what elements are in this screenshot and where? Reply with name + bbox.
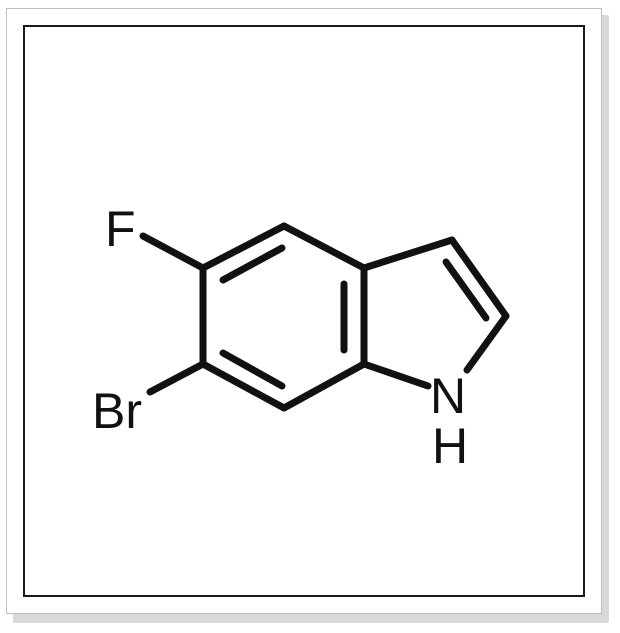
atom-hydrogen: H: [432, 418, 468, 474]
bond-c6-br: [146, 360, 207, 396]
bond-c2-n1: [463, 312, 510, 374]
bond-c3-c2: [448, 236, 510, 320]
bond-n1-c7a: [360, 360, 432, 390]
bond-c4-c5: [199, 222, 288, 272]
bond-c3a-c3: [360, 236, 456, 272]
atom-bromine: Br: [92, 383, 142, 439]
atom-fluorine: F: [105, 201, 136, 257]
diagram-border: [23, 25, 585, 597]
double-bond-c3-c2: [442, 258, 490, 322]
bond-c7-c7a: [280, 360, 368, 412]
double-bond-c6-c7: [219, 349, 286, 390]
bond-c6-c7: [199, 360, 288, 412]
bond-c5-f: [139, 232, 207, 272]
double-bond-c4-c5: [219, 244, 286, 284]
atom-nitrogen: N: [430, 368, 466, 424]
bond-c3a-c4: [280, 222, 368, 272]
